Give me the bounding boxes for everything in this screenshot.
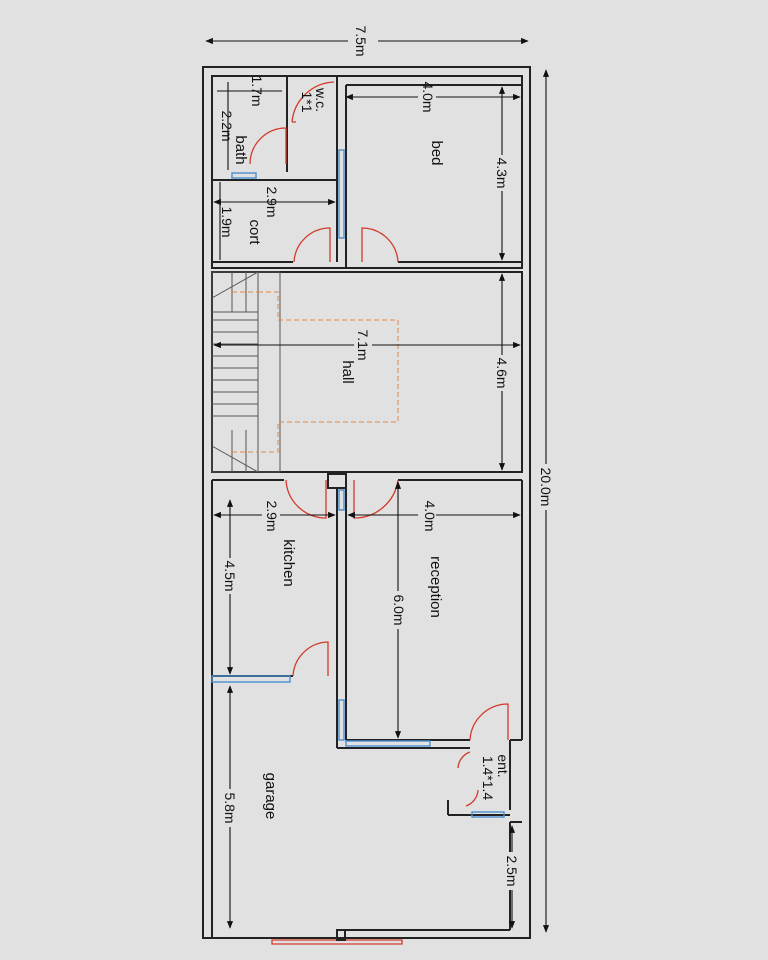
bath-length-label: 2.2m [219,110,235,141]
windows [211,149,505,818]
reception-width-label: 4.0m [422,500,438,531]
window-bed [338,149,345,239]
bed-length-label: 4.3m [494,157,510,188]
cort-width-label: 2.9m [264,186,280,217]
cort-length-label: 1.9m [219,206,235,237]
labels: 7.5m 20.0m 1.7m 2.2m bath w.c. 1*1 4.0m … [219,25,554,890]
ent-room-label: ent. [495,754,511,777]
hall-room-label: hall [339,360,356,383]
garage-ext-label: 2.5m [504,855,520,886]
garage-gate [271,939,403,945]
garage-room-label: garage [262,773,279,820]
kitchen-length-label: 4.5m [222,560,238,591]
bath-width-label: 1.7m [249,75,265,106]
wc-room-label: w.c. [313,87,329,112]
door-reception [353,479,399,519]
staircase [211,271,399,473]
upper-inner-wall [211,75,523,269]
garage-length-label: 5.8m [222,792,238,823]
doors [249,81,509,945]
door-ent-double [457,751,479,807]
ent-size-label: 1.4*1.4 [480,756,496,801]
door-bath [249,127,287,165]
window-kitchen [211,675,291,683]
hall-width-label: 7.1m [355,329,371,360]
garage-gate-post [336,929,346,941]
walls [202,66,531,939]
bath-room-label: bath [232,135,249,164]
door-garage-kitchen [292,641,329,677]
hall-length-label: 4.6m [494,357,510,388]
wc-size-label: 1*1 [299,91,315,112]
window-reception-south [345,740,431,747]
total-width-label: 7.5m [353,25,369,56]
outer-wall [202,66,531,939]
door-pier [327,473,347,489]
bed-width-label: 4.0m [420,81,436,112]
bed-room-label: bed [428,140,445,165]
reception-room-label: reception [427,556,444,618]
reception-length-label: 6.0m [391,594,407,625]
door-bed [361,227,399,263]
window-ent [471,811,505,818]
cort-room-label: cort [246,219,263,245]
window-reception-west [338,489,345,741]
kitchen-width-label: 2.9m [264,500,280,531]
kitchen-room-label: kitchen [280,539,297,587]
door-kitchen [285,479,327,519]
door-cort [293,227,331,263]
total-length-label: 20.0m [538,468,554,507]
door-wc [291,81,335,123]
door-ent [469,703,509,741]
window-bath [231,172,257,179]
